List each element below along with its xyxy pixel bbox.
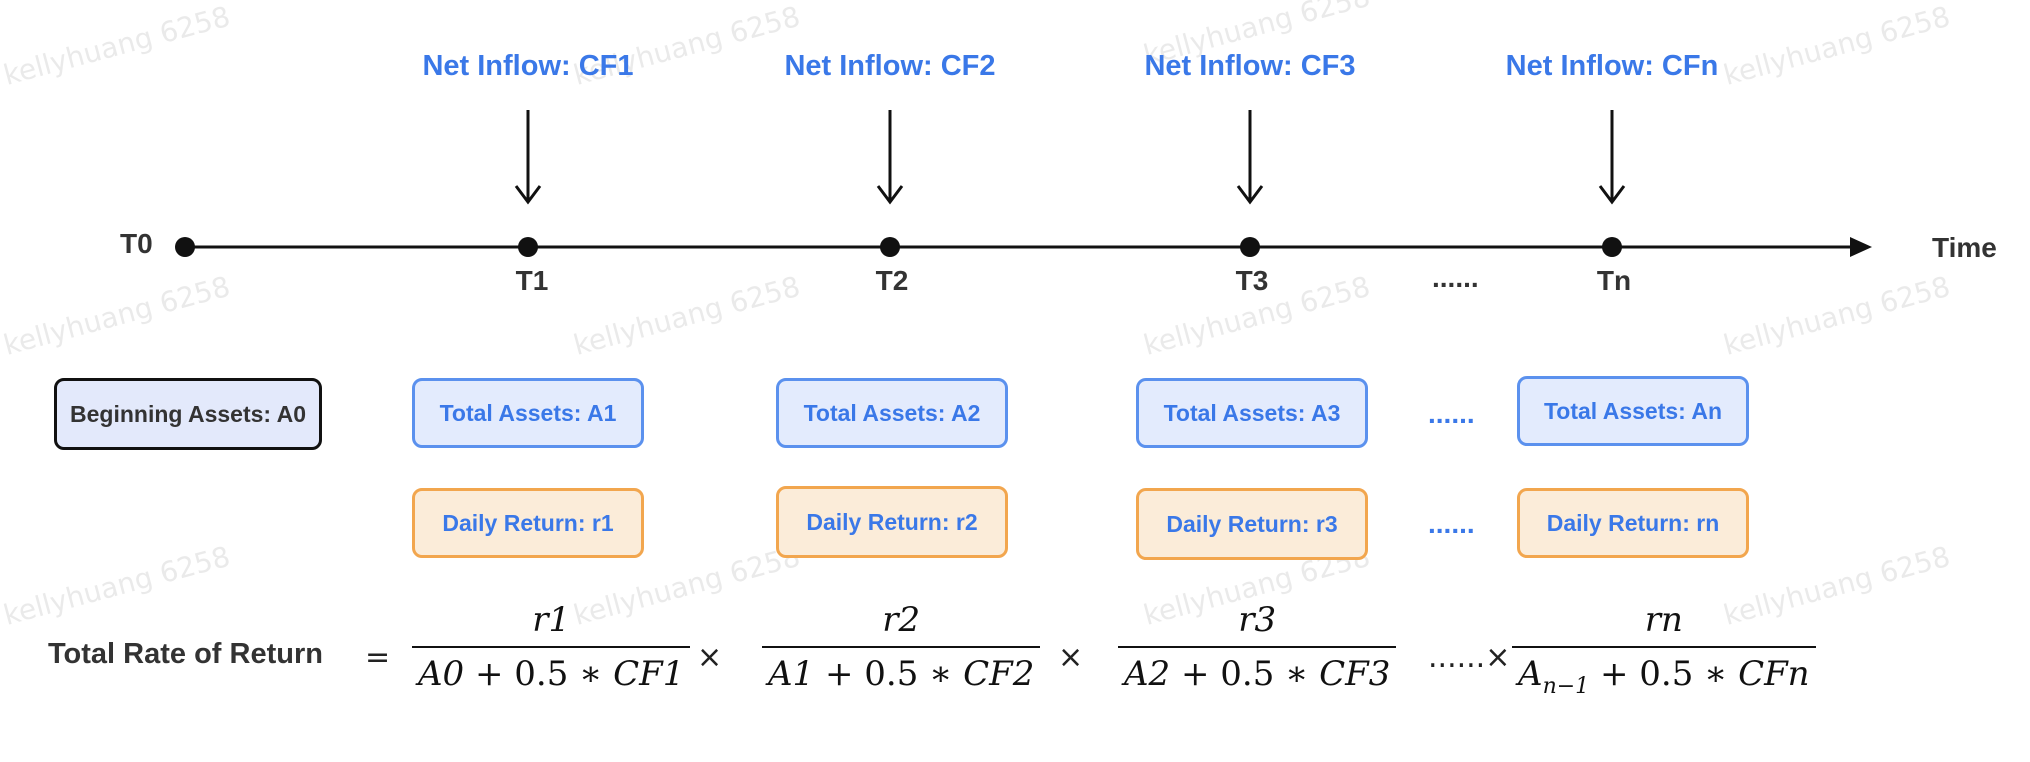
- timeline-point-tn: [1602, 237, 1622, 257]
- daily-return-box-2: Daily Return: r2: [776, 486, 1008, 558]
- fraction-2-numerator: r2: [882, 600, 921, 640]
- net-inflow-label-2: Net Inflow: CF2: [784, 50, 996, 82]
- net-inflow-label-1: Net Inflow: CF1: [422, 50, 634, 82]
- tick-label-t2: T2: [875, 265, 909, 296]
- inflow-arrows: [514, 110, 1626, 205]
- tick-label-t3: T3: [1235, 265, 1269, 296]
- fraction-2-a: A1: [768, 654, 815, 694]
- inflow-arrow-2: [876, 110, 904, 205]
- total-return-label: Total Rate of Return: [48, 638, 323, 670]
- tick-label-t1: T1: [515, 265, 549, 296]
- fraction-1-denominator: A0 + 0.5 ∗ CF1: [412, 646, 691, 694]
- fraction-n-a-subscript: n−1: [1542, 673, 1590, 699]
- timeline-start-label: T0: [120, 228, 153, 259]
- net-inflow-label-n: Net Inflow: CFn: [1505, 50, 1719, 82]
- daily-return-box-n: Daily Return: rn: [1517, 488, 1749, 558]
- total-assets-box-3: Total Assets: A3: [1136, 378, 1368, 448]
- fraction-1-numerator: r1: [532, 600, 571, 640]
- fraction-n-plus: + 0.5 ∗: [1599, 654, 1739, 694]
- fraction-3: r3 A2 + 0.5 ∗ CF3: [1118, 600, 1397, 694]
- fraction-n: rn An−1 + 0.5 ∗ CFn: [1512, 600, 1816, 707]
- total-assets-box-2: Total Assets: A2: [776, 378, 1008, 448]
- times-sign-1: ×: [697, 640, 723, 675]
- returns-ellipsis: ......: [1428, 508, 1475, 539]
- beginning-assets-box: Beginning Assets: A0: [54, 378, 322, 450]
- fraction-2-plus: + 0.5 ∗: [825, 654, 964, 694]
- inflow-arrow-3: [1236, 110, 1264, 205]
- fraction-3-denominator: A2 + 0.5 ∗ CF3: [1118, 646, 1397, 694]
- timeline-point-t1: [518, 237, 538, 257]
- daily-return-box-1: Daily Return: r1: [412, 488, 644, 558]
- fraction-2-denominator: A1 + 0.5 ∗ CF2: [762, 646, 1041, 694]
- fraction-3-numerator: r3: [1238, 600, 1277, 640]
- fraction-n-cf: CFn: [1738, 654, 1810, 694]
- timeline-ellipsis: ......: [1432, 262, 1479, 293]
- timeline-diagram: [175, 110, 1872, 257]
- fraction-2: r2 A1 + 0.5 ∗ CF2: [762, 600, 1041, 694]
- assets-ellipsis: ......: [1428, 398, 1475, 429]
- fraction-1-cf: CF1: [613, 654, 685, 694]
- fraction-1-a: A0: [418, 654, 465, 694]
- timeline-point-t3: [1240, 237, 1260, 257]
- fraction-1: r1 A0 + 0.5 ∗ CF1: [412, 600, 691, 694]
- tick-label-tn: Tn: [1596, 265, 1632, 296]
- time-axis-label: Time: [1932, 232, 1997, 263]
- times-sign-2: ×: [1058, 640, 1084, 675]
- fraction-3-a: A2: [1124, 654, 1171, 694]
- fraction-3-plus: + 0.5 ∗: [1181, 654, 1320, 694]
- fraction-1-plus: + 0.5 ∗: [475, 654, 614, 694]
- equals-sign: =: [365, 640, 391, 675]
- daily-return-box-3: Daily Return: r3: [1136, 488, 1368, 560]
- ellipsis-times-sign: ......×: [1428, 640, 1511, 675]
- fraction-3-cf: CF3: [1319, 654, 1391, 694]
- fraction-2-cf: CF2: [963, 654, 1035, 694]
- total-assets-box-1: Total Assets: A1: [412, 378, 644, 448]
- net-inflow-label-3: Net Inflow: CF3: [1144, 50, 1356, 82]
- fraction-n-numerator: rn: [1644, 600, 1683, 640]
- timeline-point-t2: [880, 237, 900, 257]
- inflow-arrow-1: [514, 110, 542, 205]
- watermark-text: kellyhuang 6258: [0, 539, 234, 632]
- time-axis-arrowhead: [1850, 237, 1872, 257]
- timeline-point-t0: [175, 237, 195, 257]
- fraction-n-denominator: An−1 + 0.5 ∗ CFn: [1512, 646, 1816, 707]
- fraction-n-a: A: [1518, 654, 1543, 694]
- total-assets-box-n: Total Assets: An: [1517, 376, 1749, 446]
- inflow-arrow-n: [1598, 110, 1626, 205]
